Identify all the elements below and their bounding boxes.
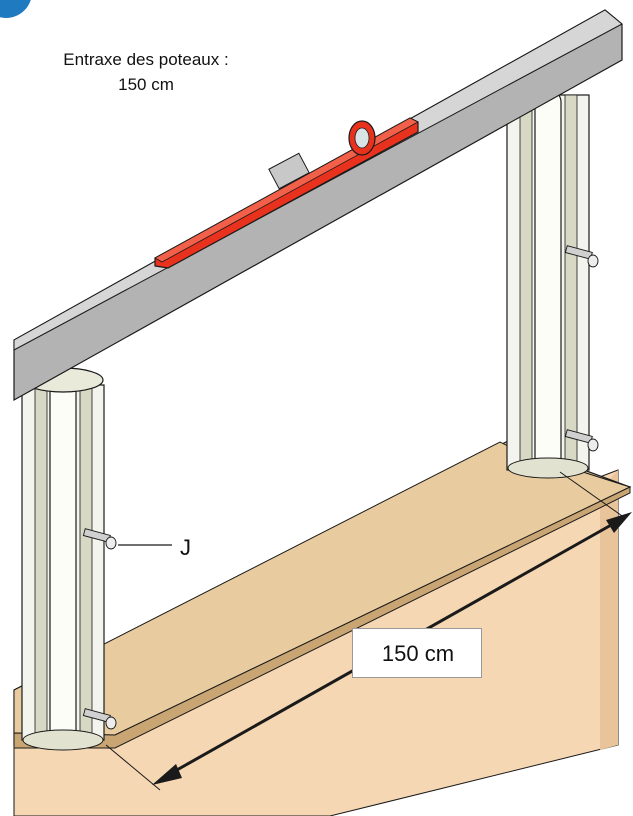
- screw-callout-label: J: [180, 535, 191, 560]
- step-marker-circle: [0, 0, 31, 18]
- right-post: [506, 89, 590, 479]
- spirit-level: [154, 117, 419, 269]
- screw-left-lower: [82, 708, 117, 730]
- dimension-label-box: 150 cm: [352, 628, 482, 678]
- dimension-label: 150 cm: [381, 641, 455, 666]
- left-post: [21, 367, 105, 751]
- screw-right-lower: [564, 429, 599, 452]
- post-spacing-value: 150 cm: [118, 75, 174, 94]
- screw-right-upper: [564, 245, 599, 268]
- screw-left-upper: [82, 528, 117, 550]
- post-spacing-label: Entraxe des poteaux :: [63, 50, 229, 69]
